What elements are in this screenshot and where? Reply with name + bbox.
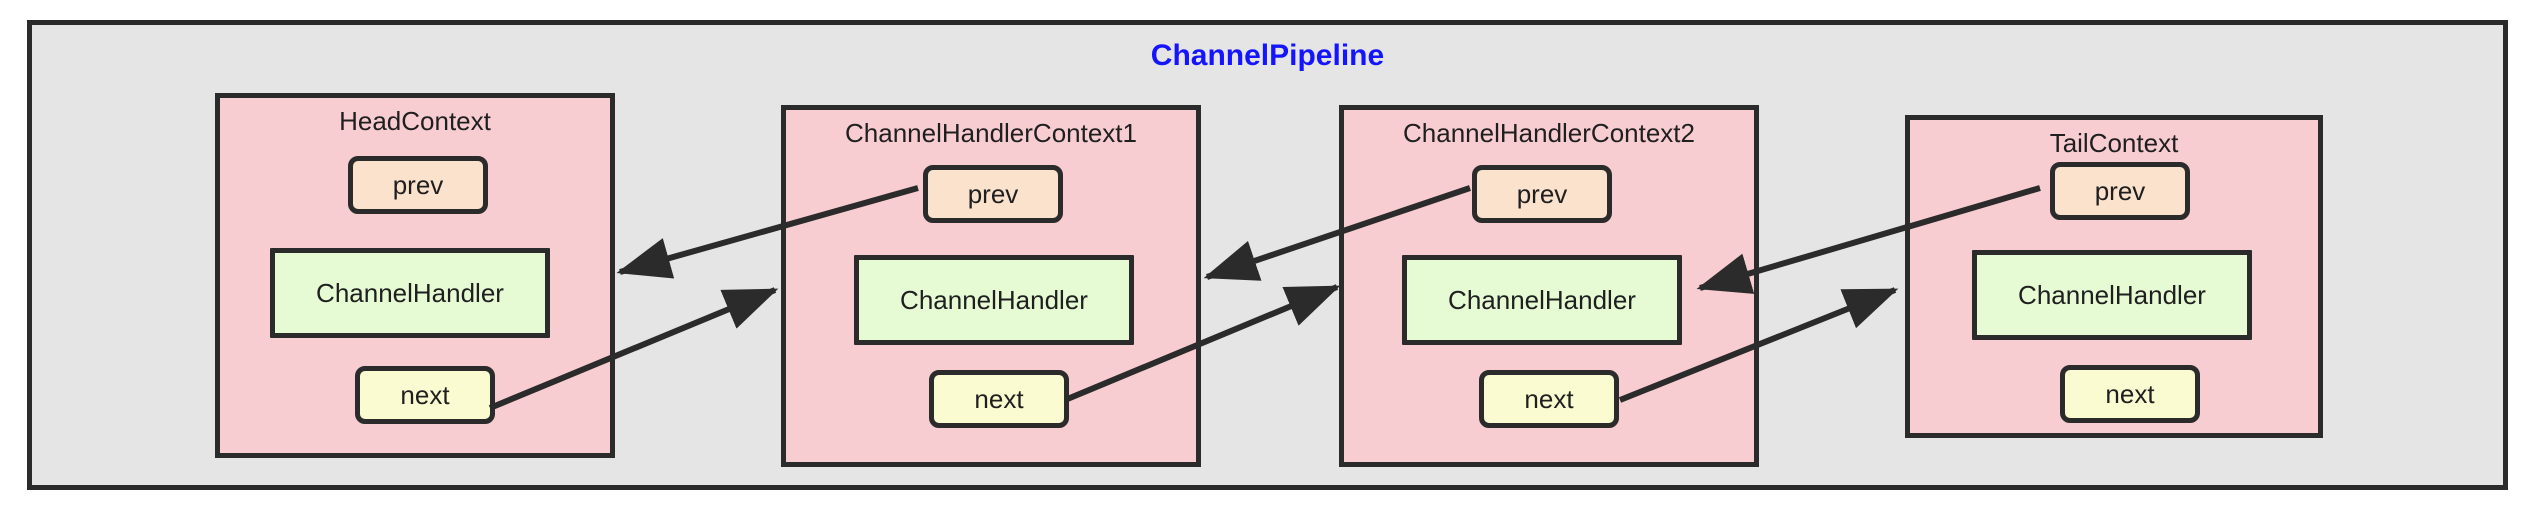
prev-node-ctx1[interactable]: prev (923, 165, 1063, 223)
page-title: ChannelPipeline (1150, 39, 1385, 72)
prev-node-ctx2[interactable]: prev (1472, 165, 1612, 223)
context-box-tail[interactable]: TailContext prev ChannelHandler next (1905, 115, 2323, 438)
handler-node-tail[interactable]: ChannelHandler (1972, 250, 2252, 340)
next-node-tail[interactable]: next (2060, 365, 2200, 423)
context-box-head[interactable]: HeadContext prev ChannelHandler next (215, 93, 615, 458)
context-title-ctx2: ChannelHandlerContext2 (1403, 118, 1695, 148)
context-title-tail: TailContext (2049, 128, 2179, 158)
next-node-head[interactable]: next (355, 366, 495, 424)
context-title-head: HeadContext (339, 106, 491, 136)
context-box-ctx2[interactable]: ChannelHandlerContext2 prev ChannelHandl… (1339, 105, 1759, 467)
context-title-ctx1: ChannelHandlerContext1 (845, 118, 1137, 148)
handler-node-head[interactable]: ChannelHandler (270, 248, 550, 338)
next-node-ctx2[interactable]: next (1479, 370, 1619, 428)
context-box-ctx1[interactable]: ChannelHandlerContext1 prev ChannelHandl… (781, 105, 1201, 467)
handler-node-ctx2[interactable]: ChannelHandler (1402, 255, 1682, 345)
handler-node-ctx1[interactable]: ChannelHandler (854, 255, 1134, 345)
next-node-ctx1[interactable]: next (929, 370, 1069, 428)
prev-node-head[interactable]: prev (348, 156, 488, 214)
prev-node-tail[interactable]: prev (2050, 162, 2190, 220)
